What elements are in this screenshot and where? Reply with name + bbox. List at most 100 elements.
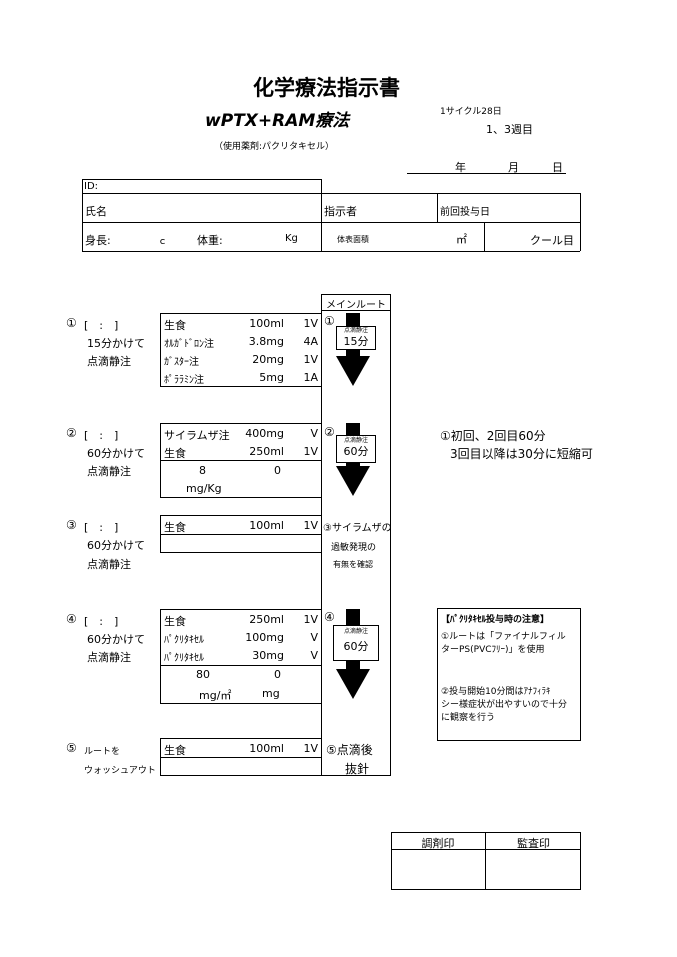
step1-number: ① [66, 316, 77, 330]
weight-label: 体重: [197, 234, 223, 247]
dispense-stamp-label: 調剤印 [421, 837, 455, 850]
route2-arrow-icon [336, 466, 370, 496]
bsa-label: 体表面積 [337, 235, 369, 244]
step2-drug-box [160, 423, 322, 498]
drug-qty: V [310, 649, 318, 662]
step5-line2: ウォッシュアウト [84, 766, 156, 776]
route4-time: 60分 [343, 640, 369, 653]
drug-dose: 400mg [245, 427, 284, 440]
step2-calc-unit: mg/Kg [186, 482, 222, 495]
caution-p2b: シー様症状が出やすいので十分 [441, 700, 568, 710]
day-label: 日 [552, 161, 563, 174]
step4-calc-a: 80 [196, 668, 210, 681]
drug-dose: 100ml [249, 742, 284, 755]
step2-number: ② [66, 426, 77, 440]
step4-number: ④ [66, 612, 77, 626]
route2-small-label: 点滴静注 [343, 437, 368, 444]
drug-qty: 4A [303, 335, 318, 348]
step2-calc-a: 8 [199, 464, 206, 477]
id-label: ID: [84, 181, 99, 192]
drug-name: ｶﾞｽﾀｰ注 [164, 357, 199, 368]
drug-name: ﾊﾟｸﾘﾀｷｾﾙ [164, 635, 204, 646]
drug-name: 生食 [164, 744, 186, 757]
step1-duration: 15分かけて [87, 337, 145, 350]
drug-dose: 250ml [249, 613, 284, 626]
step1-time: [ : ] [84, 319, 119, 332]
step1-method: 点滴静注 [87, 355, 131, 368]
route5-note1: ⑤点滴後 [326, 743, 373, 757]
drug-qty: V [310, 631, 318, 644]
year-label: 年 [455, 161, 466, 174]
step4-duration: 60分かけて [87, 633, 145, 646]
name-label: 氏名 [85, 205, 107, 218]
drug-name: 生食 [164, 447, 186, 460]
caution-box [437, 608, 581, 741]
route1-label-box: 点滴静注 15分 [336, 326, 376, 350]
drug-qty: 1V [303, 519, 318, 532]
side-note-line2: 3回目以降は30分に短縮可 [450, 447, 593, 461]
course-label: クール目 [530, 234, 574, 247]
caution-p2c: に観察を行う [441, 713, 496, 723]
drug-dose: 20mg [252, 353, 284, 366]
prescriber-label: 指示者 [324, 205, 357, 218]
step1-drug-box [160, 313, 322, 387]
caution-p1b: ターPS(PVCﾌﾘｰ)」を使用 [441, 645, 545, 655]
month-label: 月 [508, 161, 519, 174]
step2-time: [ : ] [84, 429, 119, 442]
step2-calc-b: 0 [274, 464, 281, 477]
drug-dose: 5mg [259, 371, 284, 384]
regimen-name: wPTX+RAM療法 [205, 111, 350, 131]
drug-qty: 1V [303, 742, 318, 755]
route4-small-label: 点滴静注 [343, 628, 368, 635]
route1-number: ① [324, 314, 335, 328]
drug-qty: 1V [303, 445, 318, 458]
route4-arrow-icon [336, 669, 370, 699]
caution-title: 【ﾊﾟｸﾘﾀｷｾﾙ投与時の注意】 [441, 615, 550, 625]
stamp-table [391, 832, 581, 890]
drug-name: ｵﾙｶﾞﾄﾞﾛﾝ注 [164, 339, 214, 350]
weeks-info: 1、3週目 [486, 123, 533, 136]
prev-dose-label: 前回投与日 [440, 207, 490, 218]
bsa-unit: ㎡ [456, 233, 467, 246]
step2-duration: 60分かけて [87, 447, 145, 460]
step3-number: ③ [66, 518, 77, 532]
caution-p1a: ①ルートは「ファイナルフィル [441, 632, 566, 642]
route2-number: ② [324, 425, 335, 439]
step4-method: 点滴静注 [87, 651, 131, 664]
drug-name: ﾎﾟﾗﾗﾐﾝ注 [164, 375, 204, 386]
route1-time: 15分 [343, 335, 369, 348]
side-note-line1: ①初回、2回目60分 [440, 429, 546, 443]
audit-stamp-label: 監査印 [517, 837, 550, 850]
drug-dose: 30mg [252, 649, 284, 662]
step3-drug-box [160, 515, 322, 553]
cycle-info: 1サイクル28日 [440, 107, 502, 117]
route4-label-box: 点滴静注 60分 [333, 625, 379, 661]
drug-qty: 1V [303, 317, 318, 330]
drug-qty: V [310, 427, 318, 440]
route4-number: ④ [324, 610, 335, 624]
drug-dose: 3.8mg [248, 335, 284, 348]
drug-name: 生食 [164, 521, 186, 534]
step4-calc-unit-b: mg [262, 687, 280, 700]
drug-dose: 250ml [249, 445, 284, 458]
step4-calc-b: 0 [274, 668, 281, 681]
drug-name: 生食 [164, 615, 186, 628]
drugs-used: （使用薬剤:パクリタキセル） [214, 142, 335, 152]
step3-duration: 60分かけて [87, 539, 145, 552]
route2-time: 60分 [343, 445, 369, 458]
step3-method: 点滴静注 [87, 558, 131, 571]
route1-arrow-icon [336, 356, 370, 386]
height-unit: ｃ [158, 237, 168, 247]
drug-dose: 100ml [249, 317, 284, 330]
page-title: 化学療法指示書 [253, 76, 400, 100]
step4-calc-unit-a: mg/㎡ [199, 689, 232, 702]
step4-drug-box [160, 609, 322, 704]
route1-small-label: 点滴静注 [343, 327, 368, 334]
drug-qty: 1V [303, 353, 318, 366]
step3-time: [ : ] [84, 521, 119, 534]
drug-name: 生食 [164, 319, 186, 332]
drug-dose: 100mg [245, 631, 284, 644]
step4-time: [ : ] [84, 615, 119, 628]
route3-note2: 過敏発現の [331, 543, 377, 553]
drug-dose: 100ml [249, 519, 284, 532]
